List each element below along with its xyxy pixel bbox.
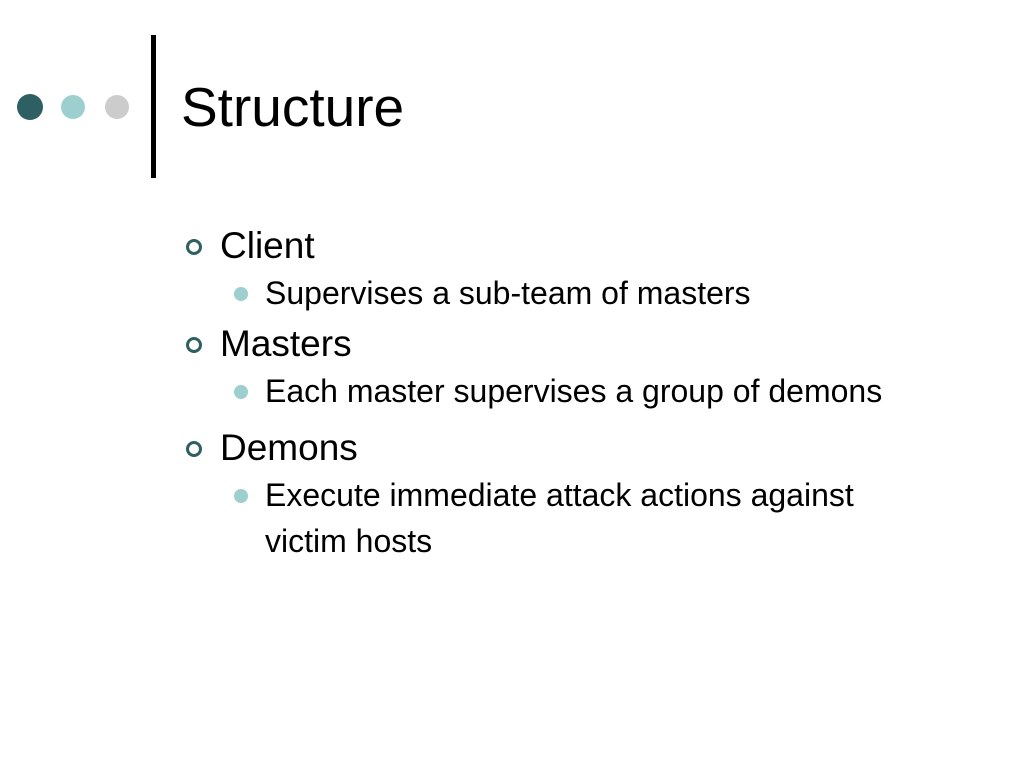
bullet-item-demons: Demons <box>184 424 964 472</box>
dot-icon <box>105 95 129 119</box>
sub-bullet-text: Supervises a sub-team of masters <box>265 275 751 311</box>
decorative-dots <box>0 0 150 150</box>
bullet-label: Demons <box>220 427 358 468</box>
slide-title: Structure <box>181 76 405 138</box>
bullet-item-client: Client <box>184 222 964 270</box>
dot-icon <box>61 95 85 119</box>
dot-bullet-icon <box>234 489 248 503</box>
sub-bullet-item: Execute immediate attack actions against… <box>234 472 885 564</box>
bullet-label: Masters <box>220 323 352 364</box>
dot-bullet-icon <box>234 287 248 301</box>
ring-bullet-icon <box>186 337 202 353</box>
ring-bullet-icon <box>186 239 202 255</box>
ring-bullet-icon <box>186 441 202 457</box>
bullet-label: Client <box>220 225 315 266</box>
sub-bullet-text: Each master supervises a group of demons <box>265 373 883 409</box>
dot-icon <box>17 94 43 120</box>
sub-bullet-item: Each master supervises a group of demons <box>234 368 885 414</box>
sub-bullet-item: Supervises a sub-team of masters <box>234 270 885 316</box>
sub-bullet-text: Execute immediate attack actions against… <box>265 477 854 559</box>
bullet-list: Client Supervises a sub-team of masters … <box>184 222 964 574</box>
dot-bullet-icon <box>234 385 248 399</box>
title-divider <box>151 35 156 178</box>
bullet-item-masters: Masters <box>184 320 964 368</box>
